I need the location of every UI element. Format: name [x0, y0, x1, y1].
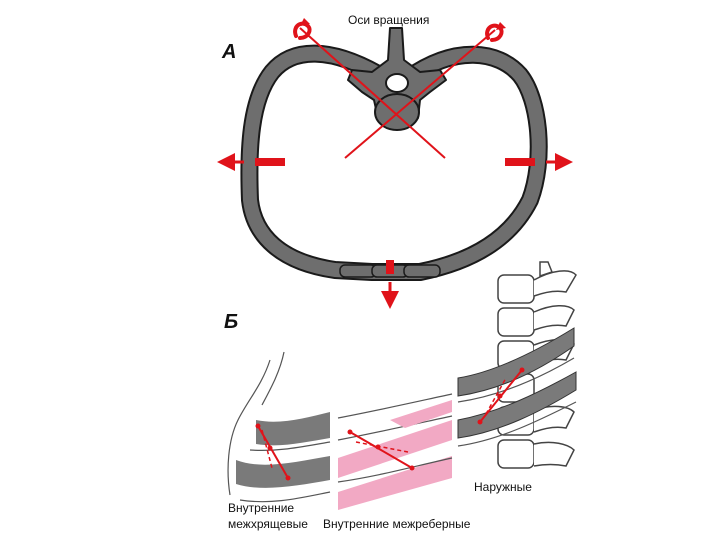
panel-b-letter: Б [224, 311, 238, 333]
internal-intercostal-label: Внутренние межреберные [323, 517, 471, 531]
external-label: Наружные [474, 480, 532, 494]
intercartilaginous-fibre-icon [255, 423, 291, 481]
expansion-arrows [217, 153, 573, 309]
internal-intercartilaginous-label-line1: Внутренние [228, 501, 294, 515]
internal-intercostal-fibre-icon [347, 429, 415, 471]
section-external-intercostal: Наружные [457, 261, 577, 494]
internal-intercartilaginous-label-line2: межхрящевые [228, 517, 308, 531]
section-front-cartilage: Внутренние межхрящевые [227, 351, 331, 531]
panel-a-letter: А [221, 41, 236, 63]
arrow-right-icon [505, 153, 573, 171]
arrow-down-icon [381, 260, 399, 309]
external-intercostal-fibre-icon [477, 367, 525, 425]
section-internal-intercostal: Внутренние межреберные [323, 393, 471, 531]
rotation-axes-label: Оси вращения [348, 13, 429, 27]
panel-a: А Оси вращения [217, 13, 573, 309]
arrow-left-icon [217, 153, 285, 171]
panel-b: Б Внутренние межхрящевые [224, 261, 577, 531]
rotation-axes [299, 27, 496, 159]
rotation-mark-right-icon [485, 22, 506, 42]
rotation-mark-left-icon [293, 18, 312, 40]
